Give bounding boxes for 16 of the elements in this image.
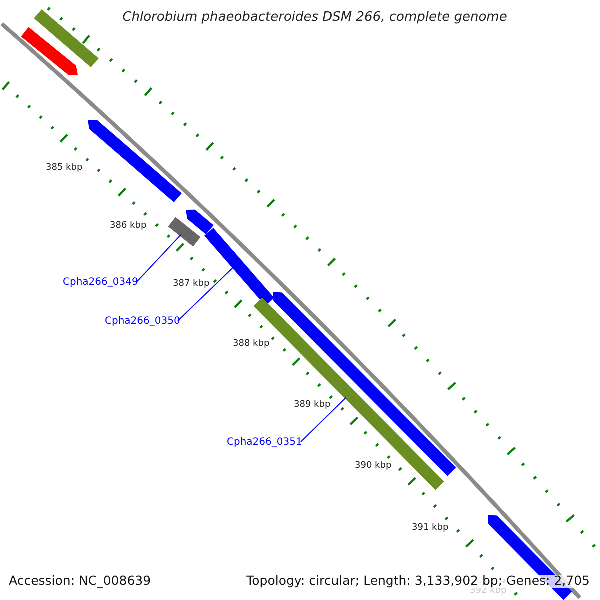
gene-label: Cpha266_0351	[227, 437, 302, 448]
scale-label: 385 kbp	[46, 164, 83, 173]
scale-label: 386 kbp	[110, 222, 147, 231]
leader-line	[300, 398, 346, 442]
genome-info-text: Topology: circular; Length: 3,133,902 bp; Genes: 2,705	[246, 575, 590, 588]
accession-text: Accession: NC_008639	[9, 575, 152, 588]
leader-line	[136, 234, 182, 282]
scale-label: 391 kbp	[412, 524, 449, 533]
gene-label: Cpha266_0349	[63, 277, 138, 288]
scale-label: 390 kbp	[355, 462, 392, 471]
diagram-title: Chlorobium phaeobacteroides DSM 266, complete genome	[122, 11, 508, 24]
scale-label: 388 kbp	[233, 340, 270, 349]
scale-label: 387 kbp	[173, 280, 210, 289]
gene-label: Cpha266_0350	[105, 316, 180, 327]
scale-label: 389 kbp	[294, 401, 331, 410]
leader-line	[178, 266, 234, 322]
